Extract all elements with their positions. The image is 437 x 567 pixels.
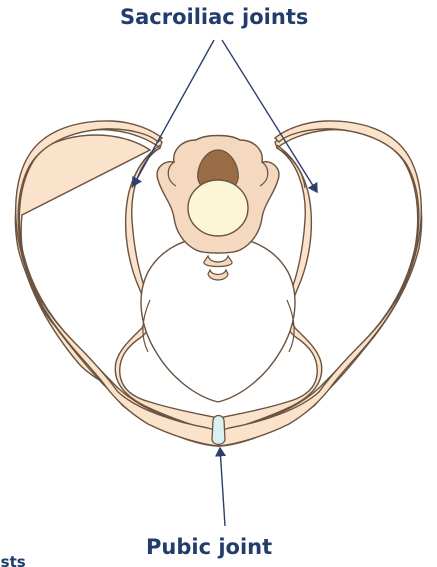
pubic-joint-label: Pubic joint	[146, 535, 272, 559]
pubic-symphysis	[212, 416, 225, 445]
pelvic-inlet	[141, 236, 295, 402]
clipped-text-bottom: hsts	[0, 553, 26, 567]
vertebral-body	[188, 180, 248, 236]
pubic-pointer	[220, 448, 225, 526]
sacroiliac-joints-label: Sacroiliac joints	[120, 5, 308, 29]
